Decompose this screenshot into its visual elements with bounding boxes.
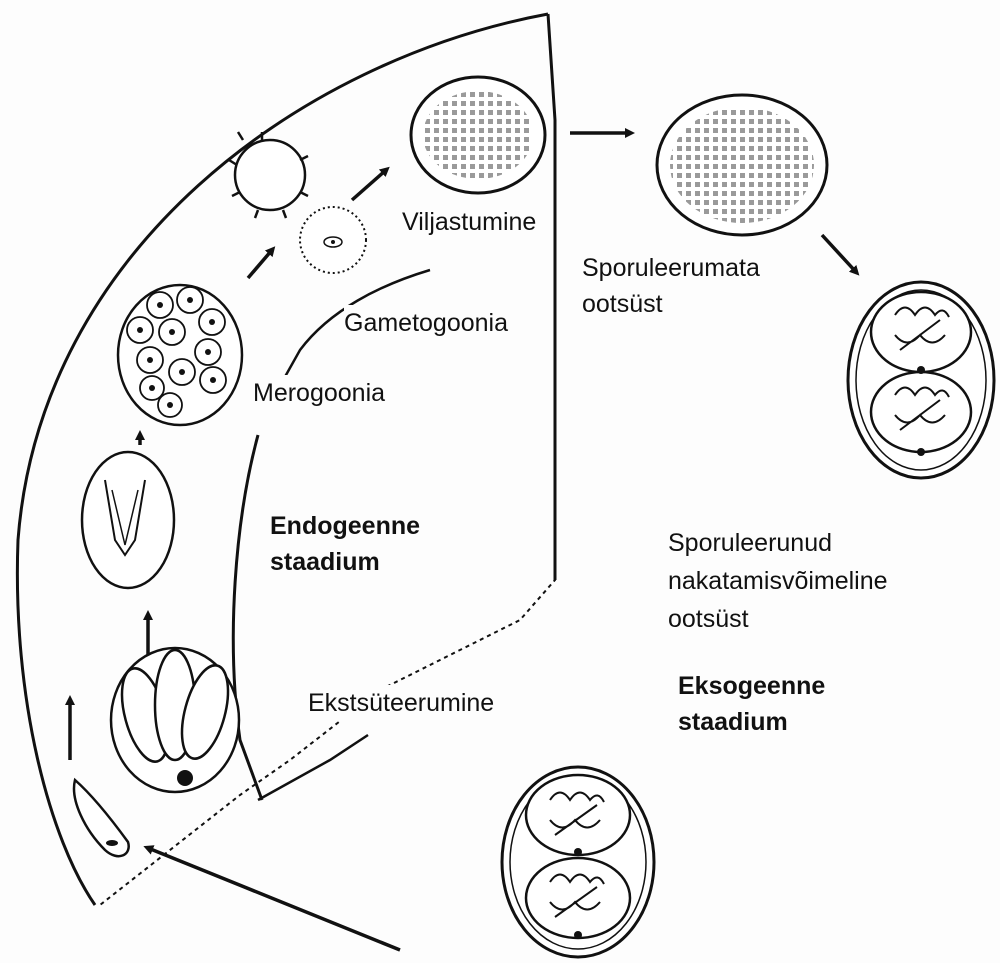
label-gametogoonia: Gametogoonia — [344, 305, 508, 341]
label-sporuleerunud-ootsust: Sporuleerunud nakatamisvõimeline ootsüst — [668, 524, 888, 638]
meront — [118, 285, 242, 425]
label-eksogeenne-line1: Eksogeenne — [678, 668, 825, 704]
arrow-meront-to-gamete — [248, 250, 272, 278]
host-cell-right-wall — [548, 14, 555, 580]
arrow-to-sporozoite — [148, 848, 400, 950]
zygote — [411, 77, 545, 193]
unsporulated-oocyst — [657, 95, 827, 235]
label-ekstsuteerumine: Ekstsüteerumine — [308, 685, 494, 721]
label-endogeenne-line2: staadium — [270, 544, 420, 580]
label-eksogeenne-staadium: Eksogeenne staadium — [678, 668, 825, 740]
sporulated-oocyst-right — [848, 282, 994, 478]
label-sporuleerumata-ootsust: Sporuleerumata ootsüst — [582, 250, 760, 322]
label-eksogeenne-line2: staadium — [678, 704, 825, 740]
sporozoite — [74, 780, 129, 856]
label-sporuleerunud-line1: Sporuleerunud — [668, 524, 888, 562]
label-viljastumine: Viljastumine — [402, 204, 536, 240]
host-cell-inner-wall — [233, 435, 262, 800]
label-sporuleerumata-line2: ootsüst — [582, 286, 760, 322]
ekstsuteerumine-line — [258, 735, 368, 800]
label-merogoonia: Merogoonia — [253, 375, 385, 411]
trophozoite-cell — [82, 452, 174, 588]
label-endogeenne-line1: Endogeenne — [270, 508, 420, 544]
label-endogeenne-staadium: Endogeenne staadium — [270, 508, 420, 580]
label-sporuleerumata-line1: Sporuleerumata — [582, 250, 760, 286]
label-sporuleerunud-line3: ootsüst — [668, 600, 888, 638]
microgamete — [229, 132, 308, 218]
sporulated-oocyst-bottom — [502, 767, 654, 957]
macrogamete — [300, 207, 366, 273]
arrow-gamete-to-zygote — [352, 170, 386, 200]
label-sporuleerunud-line2: nakatamisvõimeline — [668, 562, 888, 600]
arrow-oocyst-to-sporulated — [822, 235, 856, 272]
sporocyst-cluster — [111, 648, 239, 792]
